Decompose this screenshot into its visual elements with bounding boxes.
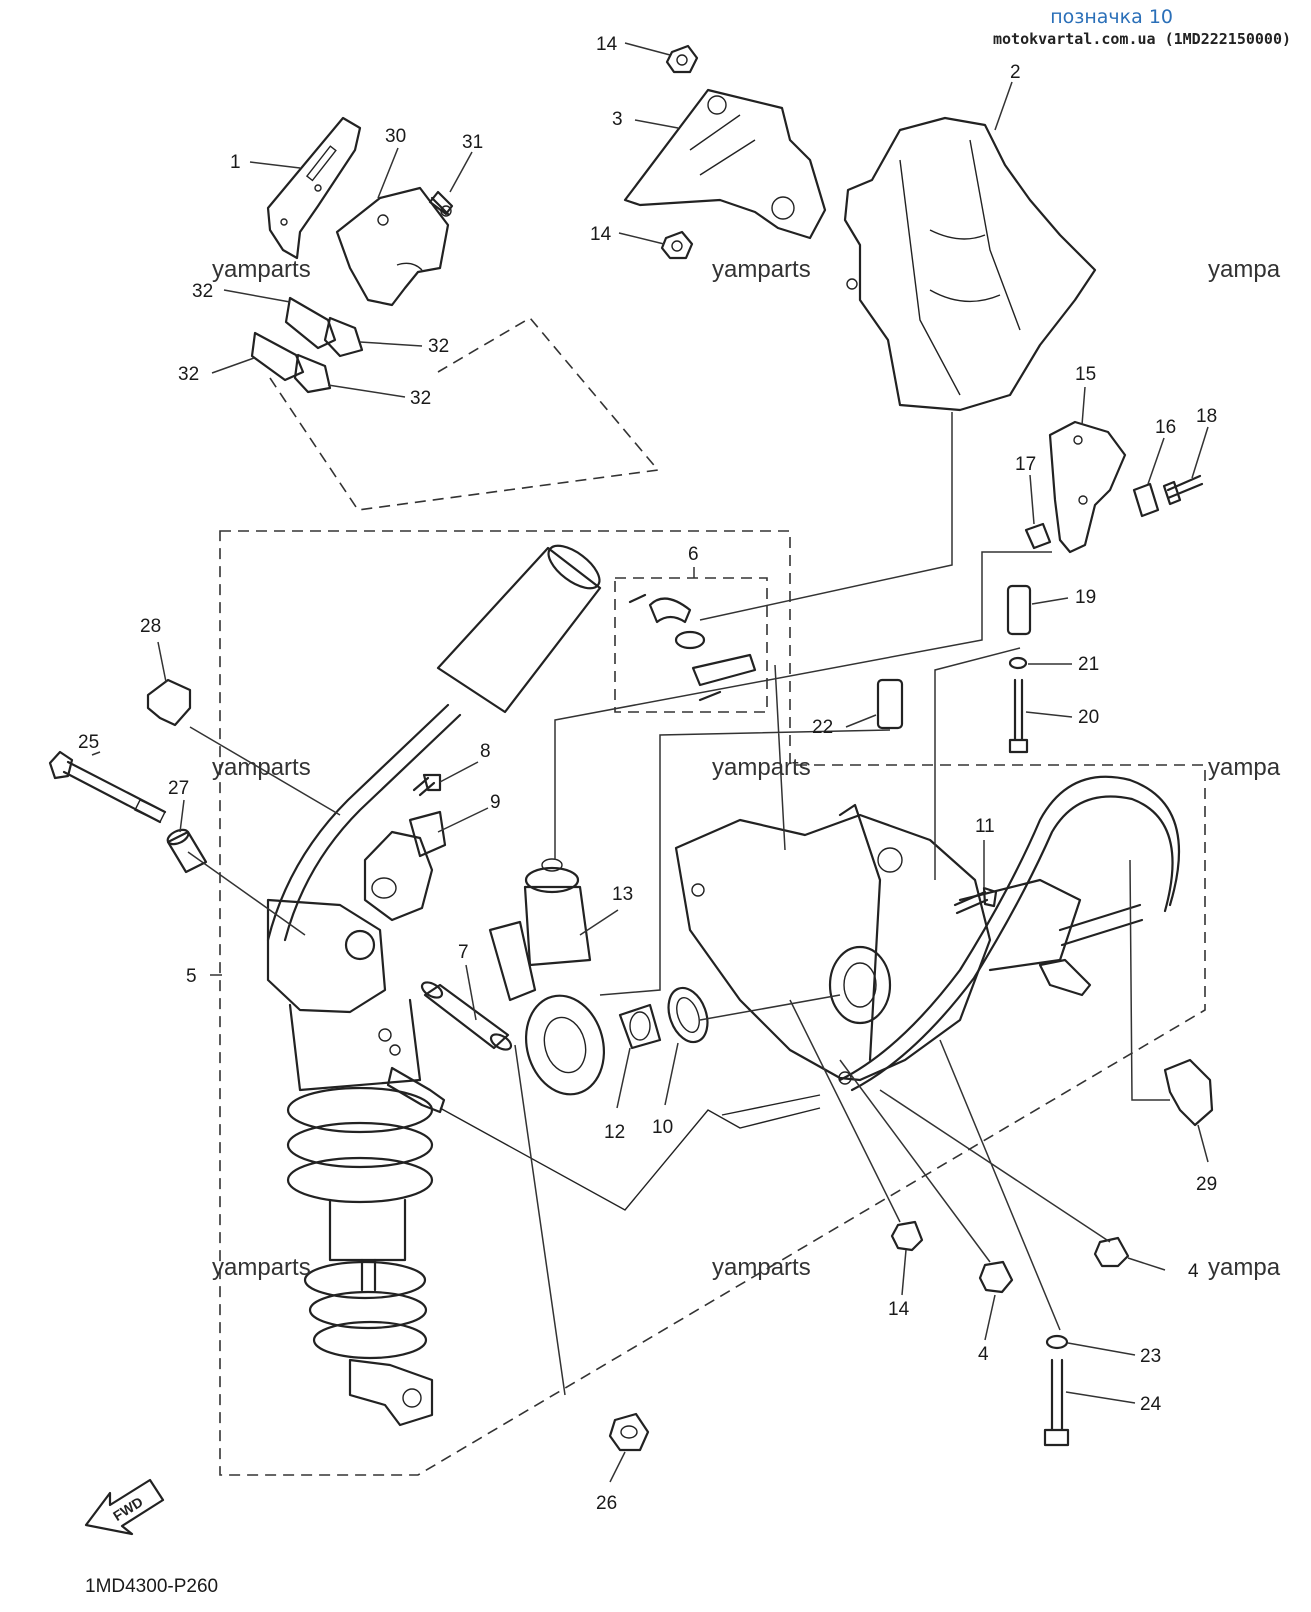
watermark-8: yamparts [712, 1254, 811, 1281]
callout-2: 2 [1010, 62, 1021, 83]
part-5-rear-shock [266, 544, 602, 1427]
callout-14-mid: 14 [590, 224, 612, 245]
callout-32-d: 32 [410, 388, 431, 409]
callout-22: 22 [812, 717, 833, 738]
reference-label: позначка 10 [1050, 6, 1173, 28]
cable-shock-to-linkage-2 [721, 1094, 821, 1116]
callout-4-right: 4 [1188, 1261, 1199, 1282]
callout-24: 24 [1140, 1394, 1162, 1415]
callout-10: 10 [652, 1117, 673, 1138]
link-lines [187, 412, 1170, 1396]
callout-13: 13 [612, 884, 633, 905]
callout-27: 27 [168, 778, 189, 799]
callout-19: 19 [1075, 587, 1096, 608]
watermark-4: yamparts [212, 754, 311, 781]
watermark-7: yamparts [212, 1254, 311, 1281]
site-code-label: motokvartal.com.ua (1MD222150000) [992, 30, 1291, 48]
linkage-housing [674, 803, 1082, 1085]
part-26-nut [608, 1412, 650, 1452]
part-12-pulley [618, 1003, 662, 1050]
part-13-servo-motor [488, 858, 606, 1096]
callout-1: 1 [230, 152, 241, 173]
part-9-sensor [363, 810, 447, 922]
callouts: 1 2 3 4 4 5 6 7 8 9 10 11 12 13 14 14 14 [78, 34, 1217, 1514]
callout-32-a: 32 [192, 281, 213, 302]
assembly-boundary-part-6 [614, 577, 768, 713]
callout-9: 9 [490, 792, 501, 813]
callout-21: 21 [1078, 654, 1099, 675]
part-17-collar [1024, 522, 1052, 550]
watermark-5: yamparts [712, 754, 811, 781]
watermark-3: yampa [1208, 256, 1281, 283]
callout-17: 17 [1015, 454, 1036, 475]
callout-31: 31 [462, 132, 483, 153]
callout-14-top: 14 [596, 34, 618, 55]
part-21-washer [1008, 656, 1028, 670]
callout-12: 12 [604, 1122, 625, 1143]
watermark-2: yamparts [712, 256, 811, 283]
part-29-clip [1163, 1058, 1214, 1127]
watermark-6: yampa [1208, 754, 1281, 781]
hose-loop [838, 775, 1181, 1092]
callout-26: 26 [596, 1493, 617, 1514]
fwd-label: FWD [110, 1494, 146, 1524]
callout-15: 15 [1075, 364, 1096, 385]
fwd-arrow: FWD [84, 1478, 165, 1536]
part-7-collar [420, 981, 513, 1051]
part-14-nut-top-1 [665, 44, 699, 74]
callout-20: 20 [1078, 707, 1099, 728]
callout-32-c: 32 [178, 364, 199, 385]
part-3-bracket [623, 88, 827, 240]
watermark-9: yampa [1208, 1254, 1281, 1281]
part-14-nut-top-2 [660, 230, 694, 260]
callout-14-bottom: 14 [888, 1299, 910, 1320]
watermark-1: yamparts [212, 256, 311, 283]
assembly-boundary-main [219, 530, 1206, 1476]
part-16-spacer [1132, 482, 1160, 518]
part-25-bolt [48, 750, 167, 824]
callout-30: 30 [385, 126, 406, 147]
callout-29: 29 [1196, 1174, 1217, 1195]
part-22-collar [876, 678, 904, 730]
part-11-bolt [953, 886, 998, 915]
part-23-washer [1045, 1334, 1069, 1350]
part-6-clamp-assembly [628, 593, 757, 702]
callout-28: 28 [140, 616, 161, 637]
callout-8: 8 [480, 741, 491, 762]
callout-32-b: 32 [428, 336, 449, 357]
part-32-clamps [250, 296, 364, 394]
part-19-collar [1006, 584, 1032, 636]
part-2-cover [843, 116, 1097, 412]
cable-shock-to-linkage [439, 1107, 821, 1211]
callout-6: 6 [688, 544, 699, 565]
callout-25: 25 [78, 732, 99, 753]
part-14-nut-bottom [890, 1220, 924, 1252]
callout-23: 23 [1140, 1346, 1161, 1367]
part-28-clip [146, 678, 192, 727]
diagram-code: 1MD4300-P260 [85, 1576, 218, 1597]
callout-4-left: 4 [978, 1344, 989, 1365]
callout-16: 16 [1155, 417, 1176, 438]
part-15-plate [1048, 420, 1127, 554]
part-4-nut-right [1093, 1236, 1130, 1268]
part-30-bracket [335, 186, 450, 307]
callout-5: 5 [186, 966, 197, 987]
part-8-bolt [412, 773, 442, 797]
part-27-collar [166, 828, 208, 874]
callout-11: 11 [975, 816, 995, 837]
part-4-nut-left [978, 1260, 1014, 1294]
leader-clamp-to-shock [269, 316, 660, 511]
callout-18: 18 [1196, 406, 1217, 427]
part-31-bolt [428, 190, 454, 217]
part-1-bracket [266, 116, 362, 260]
part-20-bolt [1008, 678, 1029, 754]
part-24-bolt [1043, 1358, 1070, 1447]
callout-7: 7 [458, 942, 469, 963]
part-10-seal [667, 986, 709, 1044]
callout-3: 3 [612, 109, 623, 130]
part-18-bolt [1162, 474, 1204, 506]
